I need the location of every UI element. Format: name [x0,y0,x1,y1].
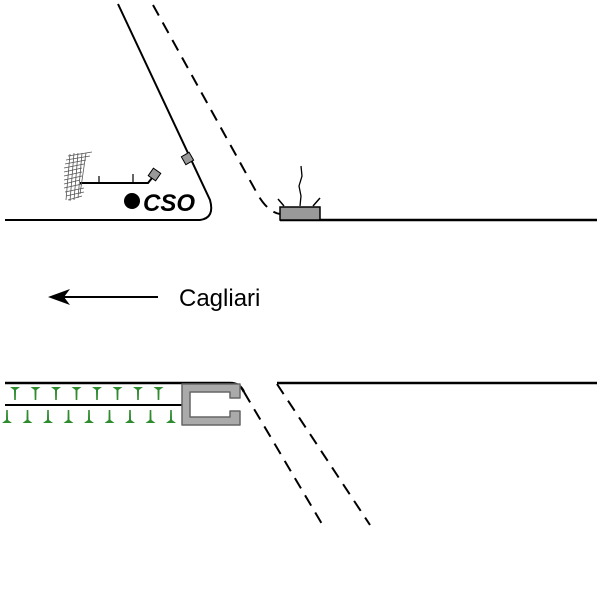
pipe-line [80,174,153,184]
culvert-icon [181,383,241,426]
tree-symbol-icon [133,387,143,400]
vegetation-strip-icon [2,387,176,423]
outfall-structure-icon [277,165,321,221]
direction-label: Cagliari [179,285,260,312]
tree-symbol-icon [51,387,61,400]
tree-symbol-icon [43,410,53,423]
tree-symbol-icon [71,387,82,400]
tree-symbol-icon [10,387,20,400]
hatched-discharge-icon [63,151,93,202]
tree-symbol-icon [153,387,164,400]
tree-symbol-icon [104,410,115,423]
direction-arrow-icon [48,289,158,305]
tree-symbol-icon [22,410,33,423]
upper-left-road-edge [5,3,213,221]
tree-symbol-icon [30,387,41,400]
cso-label: CSO [143,190,195,217]
lower-dashed-branch-left [243,391,323,525]
cso-marker-icon [124,193,140,209]
sensor-diamond-icon [180,151,195,166]
tree-symbol-icon [92,387,102,400]
upper-dashed-branch [152,4,281,215]
lower-dashed-branch-right [276,383,371,526]
tree-symbol-icon [145,410,156,423]
tree-symbol-icon [166,410,176,423]
tree-symbol-icon [84,410,94,423]
tree-symbol-icon [2,410,12,423]
tree-symbol-icon [63,410,74,423]
tree-symbol-icon [125,410,135,423]
tree-symbol-icon [112,387,123,400]
